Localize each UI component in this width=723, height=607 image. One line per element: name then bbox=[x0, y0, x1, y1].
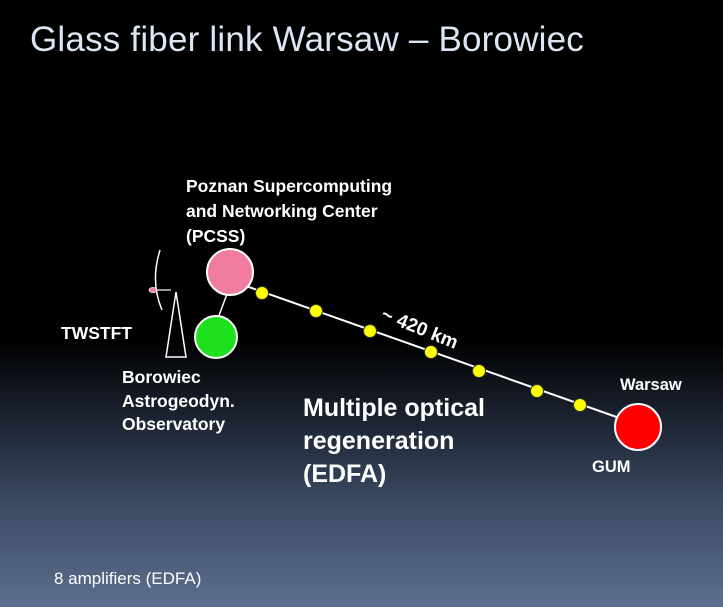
regeneration-label: Multiple optical regeneration (EDFA) bbox=[303, 392, 485, 491]
amplifier-dot bbox=[472, 364, 486, 378]
pcss-label-line: and Networking Center bbox=[186, 201, 378, 221]
twstft-label: TWSTFT bbox=[61, 323, 132, 343]
local-connector bbox=[217, 293, 228, 319]
slide-title: Glass fiber link Warsaw – Borowiec bbox=[30, 20, 584, 59]
amplifier-dot bbox=[255, 286, 269, 300]
pcss-label: Poznan Supercomputing and Networking Cen… bbox=[186, 174, 392, 249]
warsaw-label: Warsaw bbox=[620, 376, 682, 394]
regeneration-label-line: (EDFA) bbox=[303, 460, 387, 488]
gum-label: GUM bbox=[592, 458, 631, 476]
regeneration-label-line: regeneration bbox=[303, 427, 455, 455]
amplifier-group bbox=[255, 286, 587, 412]
amplifier-dot bbox=[424, 345, 438, 359]
pcss-label-line: Poznan Supercomputing bbox=[186, 176, 393, 196]
antenna-icon bbox=[148, 249, 187, 358]
warsaw-node bbox=[614, 403, 662, 451]
regeneration-label-line: Multiple optical bbox=[303, 394, 485, 422]
borowiec-node bbox=[194, 315, 238, 359]
amplifier-dot bbox=[573, 398, 587, 412]
amplifier-dot bbox=[309, 304, 323, 318]
borowiec-label: Borowiec Astrogeodyn. Observatory bbox=[122, 366, 235, 437]
borowiec-label-line: Observatory bbox=[122, 414, 226, 434]
footer-note: 8 amplifiers (EDFA) bbox=[54, 569, 202, 588]
amplifier-dot bbox=[363, 324, 377, 338]
pcss-node bbox=[206, 248, 254, 296]
borowiec-label-line: Astrogeodyn. bbox=[122, 390, 235, 411]
amplifier-dot bbox=[530, 384, 544, 398]
borowiec-label-line: Borowiec bbox=[122, 367, 201, 387]
pcss-label-line: (PCSS) bbox=[186, 226, 246, 246]
